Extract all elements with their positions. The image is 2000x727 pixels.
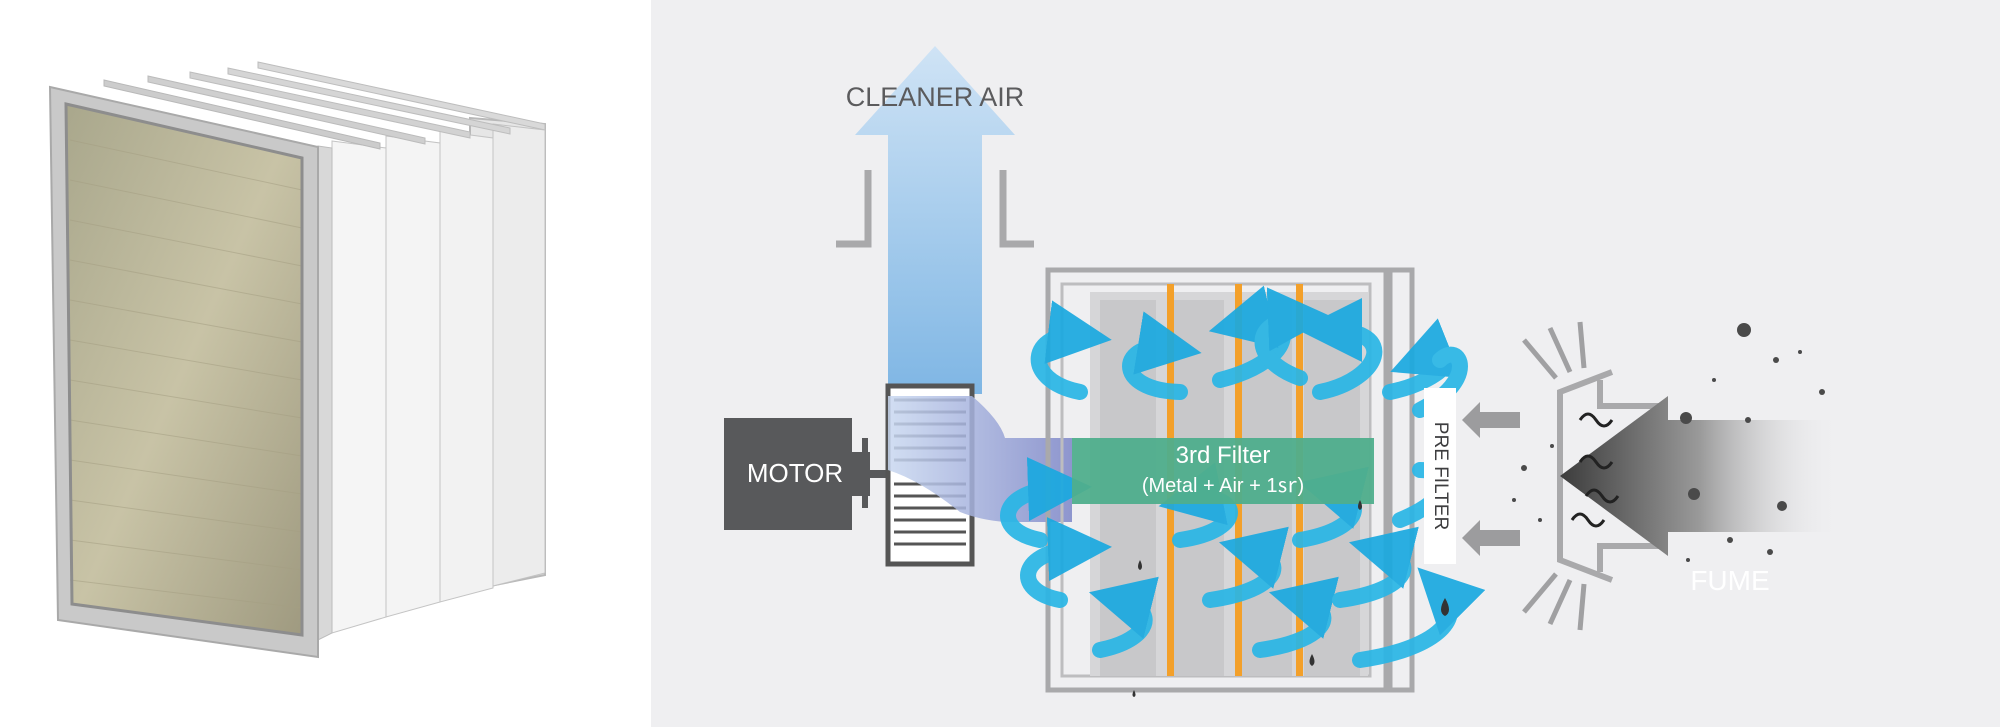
fume-coil-particles	[1570, 412, 1620, 528]
exhaust-up-arrow-icon	[855, 46, 1015, 394]
cleaner-air-label: CLEANER AIR	[846, 82, 1025, 112]
airflow-swirl-arrows	[1030, 285, 1468, 418]
fume-particles	[1512, 323, 1825, 562]
fume-inflow-arrow-icon	[1560, 396, 1840, 556]
third-filter-badge	[1072, 438, 1374, 504]
pre-filter-panel	[1424, 388, 1456, 564]
intake-arrows	[1462, 402, 1520, 556]
oil-droplets	[1132, 500, 1449, 697]
motor-label: MOTOR	[747, 458, 843, 488]
third-filter-title: 3rd Filter	[1176, 442, 1271, 469]
third-filter-detail: (Metal + Air + 1㏛)	[1142, 475, 1304, 497]
escape-arrows	[1522, 321, 1587, 631]
fume-label: FUME	[1690, 565, 1769, 596]
exhaust-hood	[836, 170, 1034, 248]
filter-cartridge-stack-icon	[48, 61, 546, 659]
pre-filter-label: PRE FILTER	[1430, 422, 1451, 530]
motor-block	[724, 418, 890, 530]
